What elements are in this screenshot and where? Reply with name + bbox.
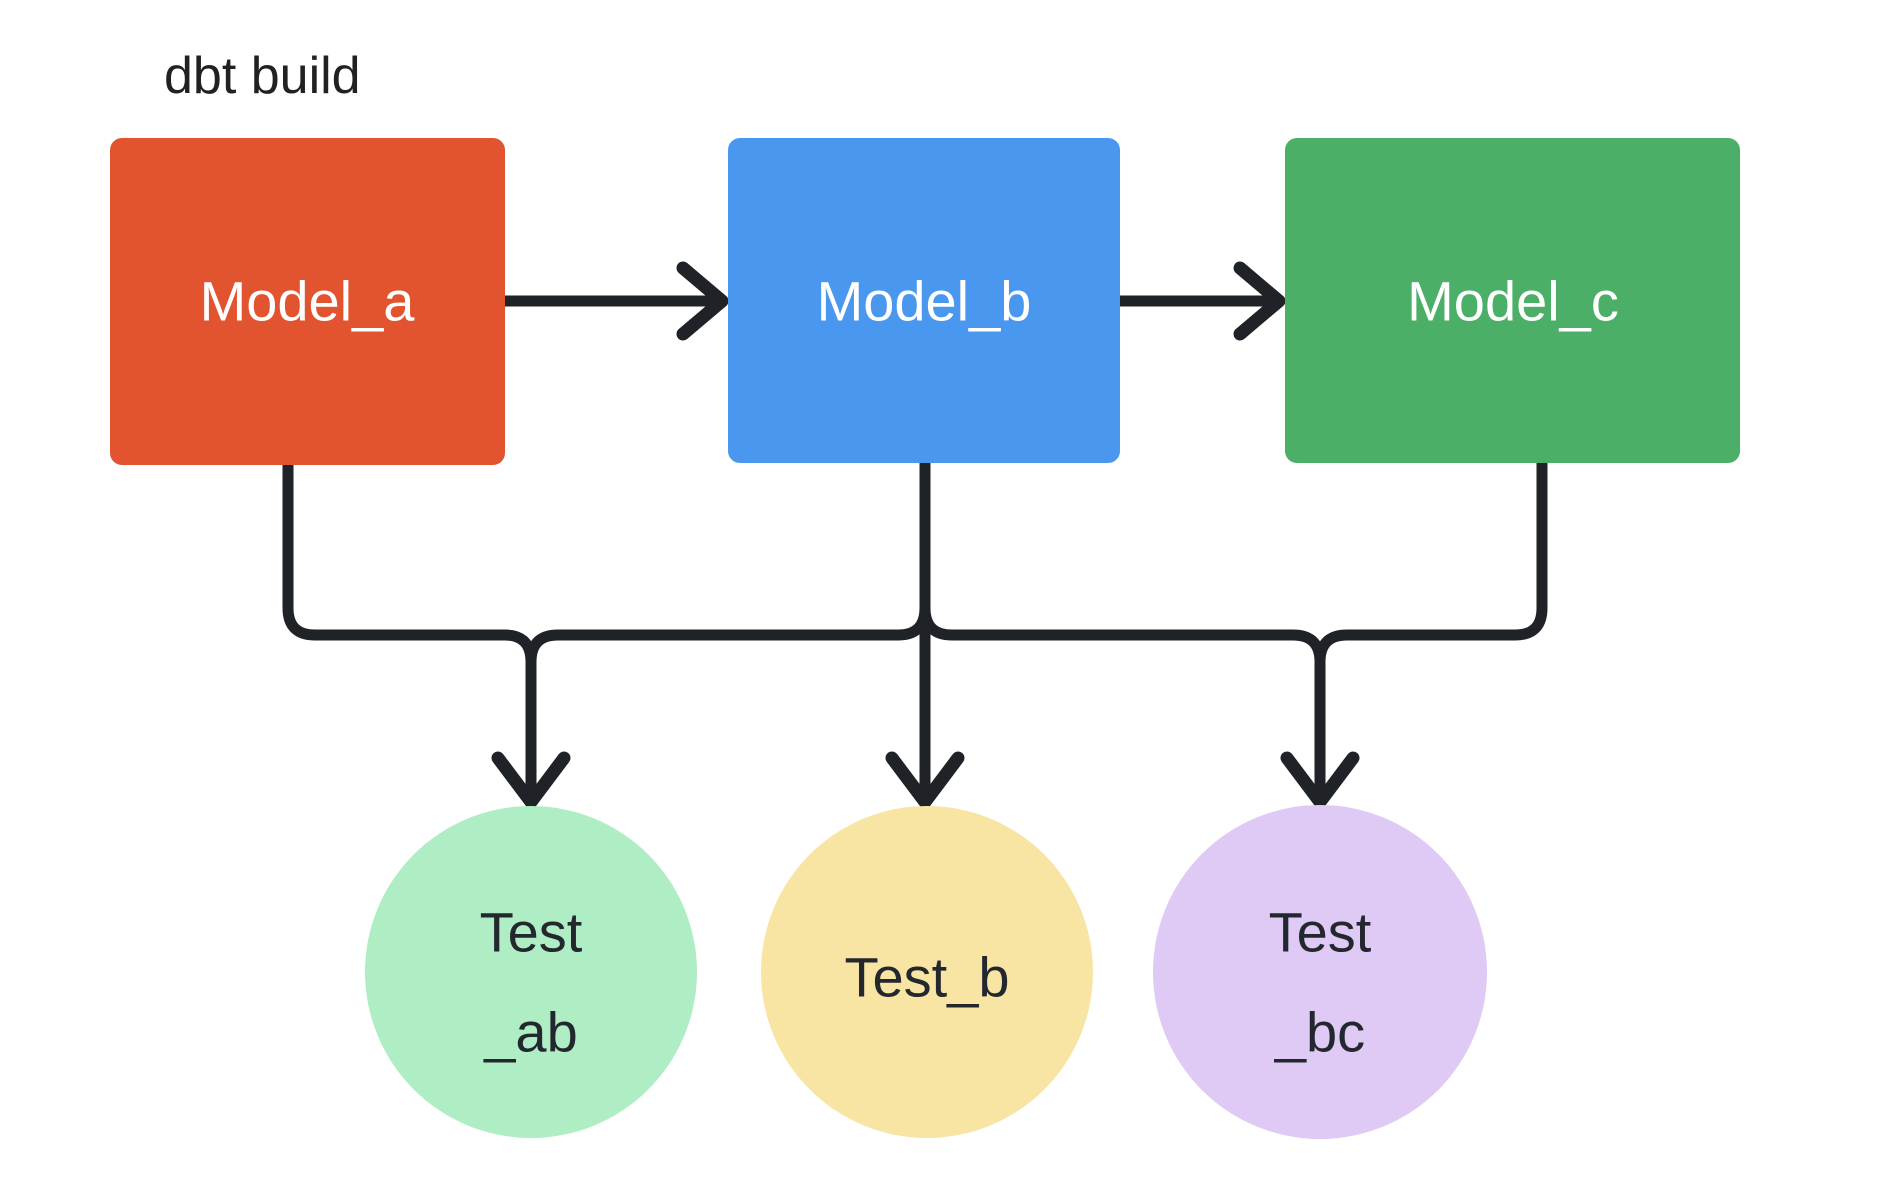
node-model-c-label: Model_c (1407, 270, 1619, 333)
node-test-bc[interactable]: Test _bc (1153, 805, 1487, 1139)
node-test-bc-shape (1153, 805, 1487, 1139)
node-test-b[interactable]: Test_b (761, 806, 1093, 1138)
node-test-b-label: Test_b (845, 946, 1010, 1009)
node-model-b-label: Model_b (817, 270, 1032, 333)
node-test-ab[interactable]: Test _ab (365, 806, 697, 1138)
node-test-ab-label-line2: _ab (483, 1001, 577, 1064)
edge-model-b-to-test-ab (525, 457, 931, 668)
node-test-ab-shape (365, 806, 697, 1138)
node-model-b[interactable]: Model_b (728, 138, 1120, 463)
node-model-a[interactable]: Model_a (110, 138, 505, 465)
node-model-c[interactable]: Model_c (1285, 138, 1740, 463)
edge-model-b-to-test-bc (919, 457, 1326, 668)
node-model-a-shape (110, 138, 505, 465)
node-model-b-shape (728, 138, 1120, 463)
edge-model-a-to-model-b (499, 261, 729, 341)
edge-model-c-to-test-bc (1280, 457, 1548, 809)
node-test-bc-label-line2: _bc (1274, 1001, 1365, 1064)
node-model-a-label: Model_a (200, 270, 416, 333)
node-test-bc-label-line1: Test (1269, 901, 1372, 964)
node-test-ab-label-line1: Test (480, 901, 583, 964)
edge-model-a-to-test-ab (282, 459, 571, 809)
node-test-b-shape (761, 806, 1093, 1138)
node-model-c-shape (1285, 138, 1740, 463)
diagram-title: dbt build (164, 47, 361, 105)
edge-model-b-to-model-c (1114, 261, 1286, 341)
